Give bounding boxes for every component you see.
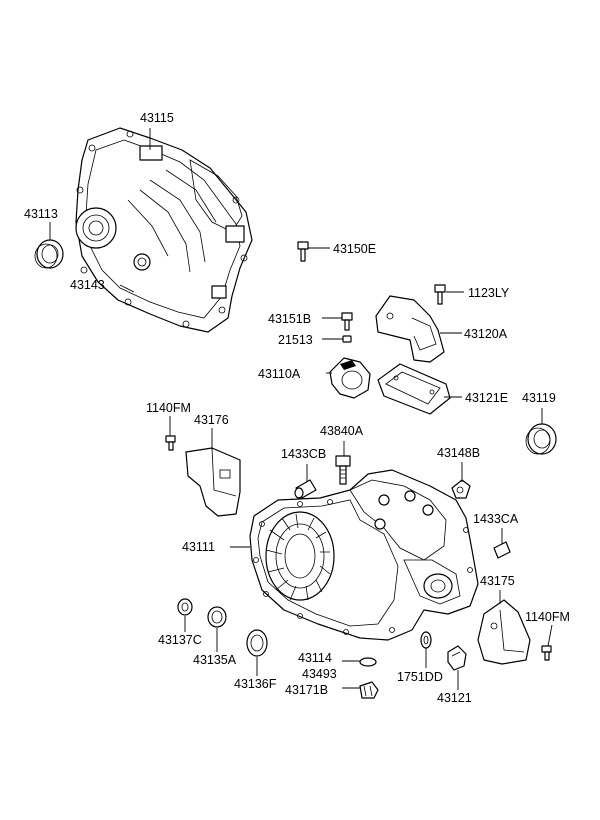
- pin-21513-drawing: [342, 335, 352, 343]
- label-1123LY: 1123LY: [468, 286, 510, 300]
- label-43150E: 43150E: [333, 242, 376, 256]
- label-43115: 43115: [140, 111, 174, 125]
- clutch-housing-drawing: [75, 127, 253, 333]
- bolt-43150E-drawing: [297, 241, 309, 262]
- bolt-1123LY-drawing: [434, 284, 446, 305]
- label-43121: 43121: [437, 691, 472, 705]
- label-21513: 21513: [278, 333, 313, 347]
- label-43136F: 43136F: [234, 677, 277, 691]
- washer-43137C-drawing: [177, 598, 193, 616]
- label-43176: 43176: [194, 413, 229, 427]
- label-43171B: 43171B: [285, 683, 328, 697]
- transaxle-case-drawing: [249, 469, 479, 641]
- label-43110A: 43110A: [258, 367, 301, 381]
- bracket-43175-drawing: [477, 599, 531, 665]
- bolt-1140FM-right-drawing: [541, 645, 552, 661]
- label-43113: 43113: [24, 207, 58, 221]
- label-43119: 43119: [522, 391, 556, 405]
- label-43111: 43111: [182, 540, 215, 554]
- plug-43121-drawing: [447, 645, 467, 671]
- label-43151B: 43151B: [268, 312, 311, 326]
- breather-43840A-drawing: [335, 455, 351, 485]
- oil-seal-43113-drawing: [34, 239, 64, 269]
- bolt-43151B-drawing: [341, 312, 353, 331]
- label-43114: 43114: [298, 651, 332, 665]
- label-1140FM-right: 1140FM: [525, 610, 570, 624]
- label-43143: 43143: [70, 278, 105, 292]
- label-43493: 43493: [302, 667, 337, 681]
- label-43135A: 43135A: [193, 653, 237, 667]
- cover-plate-43121E-drawing: [377, 363, 451, 415]
- leader-lines: [49, 128, 553, 690]
- gasket-1751DD-drawing: [420, 631, 432, 649]
- seal-43135A-drawing: [207, 606, 227, 628]
- seal-43136F-drawing: [246, 629, 268, 657]
- bolt-1140FM-left-drawing: [165, 435, 176, 451]
- oil-seal-43119-drawing: [525, 423, 557, 455]
- label-43840A: 43840A: [320, 424, 364, 438]
- label-43148B: 43148B: [437, 446, 480, 460]
- label-43137C: 43137C: [158, 633, 202, 647]
- plug-43171B-drawing: [359, 681, 379, 699]
- label-1751DD: 1751DD: [397, 670, 443, 684]
- label-1140FM-left: 1140FM: [146, 401, 191, 415]
- label-43121E: 43121E: [465, 391, 508, 405]
- bracket-43110A-drawing: [329, 357, 371, 399]
- pin-1433CA-drawing: [493, 541, 511, 559]
- bracket-43176-drawing: [185, 447, 241, 517]
- label-1433CB: 1433CB: [281, 447, 326, 461]
- label-1433CA: 1433CA: [473, 512, 519, 526]
- pin-1433CB-drawing: [294, 479, 317, 499]
- washer-43114-drawing: [359, 657, 377, 667]
- label-43120A: 43120A: [464, 327, 508, 341]
- label-43175: 43175: [480, 574, 515, 588]
- bracket-43120A-drawing: [375, 295, 445, 363]
- clip-43148B-drawing: [451, 479, 471, 499]
- part-labels: 43115 43113 43143 43150E 1123LY 43151B 2…: [24, 111, 570, 705]
